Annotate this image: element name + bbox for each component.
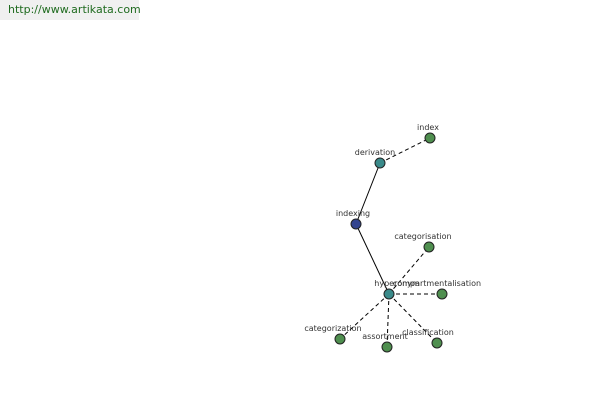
- node-hyperonym[interactable]: [383, 288, 395, 300]
- node-label-index[interactable]: index: [417, 123, 439, 132]
- node-categorisation[interactable]: [423, 241, 435, 253]
- graph-edges: [339, 137, 442, 348]
- edge-indexing-derivation: [355, 162, 381, 225]
- node-label-categorisation[interactable]: categorisation: [394, 232, 451, 241]
- graph-nodes: [334, 132, 448, 353]
- node-indexing[interactable]: [350, 218, 362, 230]
- node-label-hyperonym[interactable]: hyperonym: [374, 279, 420, 288]
- graph-labels: indexing derivation index hyperonym categori…: [304, 123, 481, 341]
- edge-indexing-hyperonym: [355, 223, 390, 295]
- edge-hyperonym-classification: [388, 293, 438, 344]
- site-url-label[interactable]: http://www.artikata.com: [0, 0, 141, 20]
- edge-hyperonym-assortment: [386, 293, 390, 348]
- node-assortment[interactable]: [381, 341, 393, 353]
- node-label-classification[interactable]: classification: [402, 328, 454, 337]
- node-derivation[interactable]: [374, 157, 386, 169]
- node-label-derivation[interactable]: derivation: [355, 148, 395, 157]
- node-classification[interactable]: [431, 337, 443, 349]
- node-categorization[interactable]: [334, 333, 346, 345]
- edge-hyperonym-categorisation: [388, 246, 430, 295]
- node-label-assortment[interactable]: assortment: [362, 332, 407, 341]
- node-index[interactable]: [424, 132, 436, 144]
- node-label-compartmentalisation[interactable]: compartmentalisation: [393, 279, 481, 288]
- node-compartmentalisation[interactable]: [436, 288, 448, 300]
- edge-derivation-index: [379, 137, 431, 164]
- node-label-categorization[interactable]: categorization: [304, 324, 361, 333]
- node-label-indexing[interactable]: indexing: [336, 209, 370, 218]
